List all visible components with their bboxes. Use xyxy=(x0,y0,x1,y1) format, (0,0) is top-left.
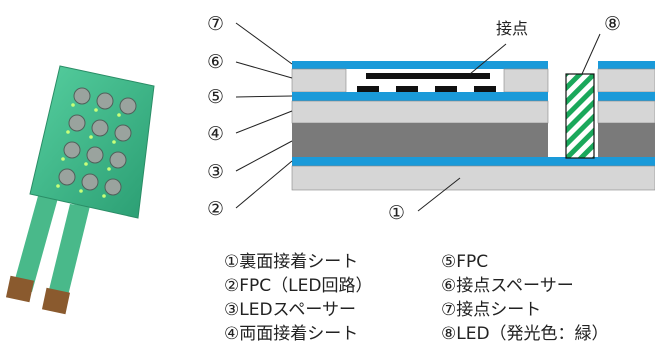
led-component xyxy=(565,73,595,159)
led-dot xyxy=(89,135,93,139)
layer-3-led-spacer xyxy=(292,123,655,157)
legend-item-2: ②FPC（LED回路） xyxy=(224,276,373,296)
marker-4: ④ xyxy=(207,123,224,145)
marker-1: ① xyxy=(388,202,405,224)
layer-6-contact-spacer xyxy=(291,68,655,93)
keypad-key xyxy=(58,168,76,186)
layer-7-contact-sheet xyxy=(292,61,655,69)
led-dot xyxy=(117,113,121,117)
led-dot xyxy=(66,130,70,134)
keypad-key xyxy=(119,97,137,115)
legend-item-5: ⑤FPC xyxy=(441,252,489,272)
contact-label: 接点 xyxy=(496,19,528,38)
led-dot xyxy=(112,140,116,144)
leader-lines xyxy=(235,22,601,212)
led-dot xyxy=(107,167,111,171)
layer-2-fpc-led-circuit xyxy=(292,157,655,166)
keypad-key xyxy=(91,119,109,137)
led-dot xyxy=(56,184,60,188)
led-dot xyxy=(61,157,65,161)
legend-item-4: ④両面接着シート xyxy=(224,324,359,344)
legend-item-8: ⑧LED（発光色：緑） xyxy=(441,324,609,344)
layer-5-fpc xyxy=(292,92,655,101)
keypad-key xyxy=(73,87,91,105)
led-dot xyxy=(94,108,98,112)
marker-2: ② xyxy=(207,198,224,220)
contact-electrodes xyxy=(357,73,496,92)
led-dot xyxy=(84,162,88,166)
layer-1-back-adhesive xyxy=(291,165,655,191)
layer-4-double-adhesive xyxy=(291,100,655,124)
marker-3: ③ xyxy=(207,161,224,183)
legend: ①裏面接着シート ⑤FPC ②FPC（LED回路） ⑥接点スペーサー ③LEDス… xyxy=(224,252,654,348)
keypad-photo xyxy=(5,65,155,315)
cross-section-diagram: ⑦ ⑥ ⑤ ④ ③ ② ① ⑧ 接点 xyxy=(207,13,655,224)
key-grid xyxy=(56,87,137,198)
keypad-key xyxy=(109,151,127,169)
legend-item-7: ⑦接点シート xyxy=(441,300,542,320)
led-dot xyxy=(102,194,106,198)
legend-item-3: ③LEDスペーサー xyxy=(224,300,357,320)
led-dot xyxy=(79,189,83,193)
legend-item-6: ⑥接点スペーサー xyxy=(441,276,574,296)
keypad-key xyxy=(86,146,104,164)
led-dot xyxy=(71,103,75,107)
flex-tail xyxy=(5,196,90,315)
keypad-key xyxy=(104,178,122,196)
keypad-key xyxy=(96,92,114,110)
marker-7: ⑦ xyxy=(207,13,224,35)
marker-6: ⑥ xyxy=(207,51,224,73)
marker-8: ⑧ xyxy=(604,13,621,35)
marker-5: ⑤ xyxy=(207,86,224,108)
keypad-key xyxy=(68,114,86,132)
keypad-key xyxy=(81,173,99,191)
keypad-key xyxy=(114,124,132,142)
legend-item-1: ①裏面接着シート xyxy=(224,252,359,272)
keypad-key xyxy=(63,141,81,159)
